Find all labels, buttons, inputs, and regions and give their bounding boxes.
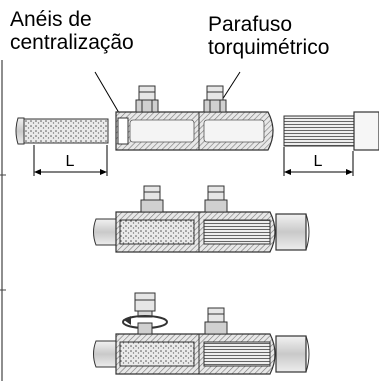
rings-leader-line [94, 71, 123, 119]
dimension-label-right: L [314, 153, 323, 170]
dimension-label-left: L [66, 153, 75, 170]
torque-bolt-label-line-2: torquimétrico [208, 36, 330, 59]
bolt-head-shearing-off [122, 292, 168, 335]
centering-ring [117, 117, 129, 145]
centering-rings-label: Anéis de centralização [10, 8, 134, 54]
centering-rings-label-line-2: centralização [10, 31, 134, 54]
right-stripped-conductor [283, 115, 355, 147]
torque-bolt-label-line-1: Parafuso [208, 13, 293, 36]
stage-3-tightening-bolt [93, 292, 310, 375]
stage-1-separate-parts: L [15, 85, 379, 176]
torque-bolt-right [203, 85, 227, 113]
left-cable [93, 218, 119, 246]
stage-2-inserted-conductors [93, 185, 310, 253]
right-cable-insulation [353, 111, 379, 151]
centering-rings-label-line-1: Anéis de [10, 8, 92, 31]
torque-bolt-left [135, 85, 159, 113]
torque-bolt-label: Parafuso torquimétrico [208, 13, 329, 59]
left-stripped-conductor [23, 118, 109, 144]
bolt-leader-line [221, 71, 241, 101]
